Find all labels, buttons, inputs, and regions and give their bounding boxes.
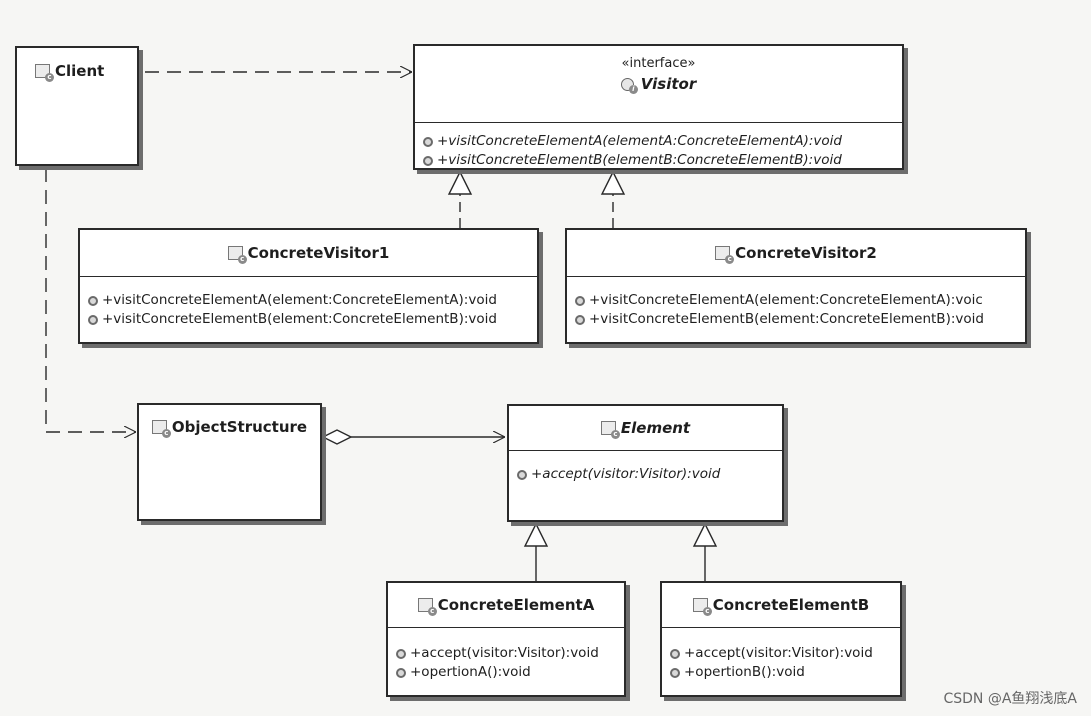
object-structure-header: ObjectStructure [139, 405, 320, 449]
method-icon [396, 667, 406, 678]
method-icon [670, 648, 680, 659]
client-header: Client [17, 48, 137, 94]
concrete-visitor2-operations: +visitConcreteElementA(element:ConcreteE… [567, 276, 1025, 329]
concrete-element-b-header: ConcreteElementB [662, 583, 900, 627]
concrete-visitor2-operation: +visitConcreteElementB(element:ConcreteE… [575, 310, 1025, 329]
object-structure-name: ObjectStructure [171, 418, 308, 436]
aggregation-diamond [321, 429, 353, 445]
concrete-element-a-header: ConcreteElementA [388, 583, 624, 627]
object-structure-class[interactable]: ObjectStructure [137, 403, 322, 521]
element-name: Element [620, 419, 691, 437]
element-class[interactable]: Element +accept(visitor:Visitor):void [507, 404, 784, 522]
method-icon [88, 314, 98, 325]
client-name: Client [55, 62, 105, 80]
visitor-stereotype: «interface» [621, 56, 696, 71]
class-icon [417, 598, 437, 616]
visitor-header: «interface» Visitor [415, 46, 902, 122]
element-header: Element [509, 406, 782, 450]
element-operations: +accept(visitor:Visitor):void [509, 450, 782, 484]
class-icon [227, 246, 247, 264]
method-icon [575, 314, 585, 325]
concrete-element-a-operations: +accept(visitor:Visitor):void +opertionA… [388, 627, 624, 682]
visitor-interface[interactable]: «interface» Visitor +visitConcreteElemen… [413, 44, 904, 170]
class-icon [600, 421, 620, 439]
concrete-visitor1-operations: +visitConcreteElementA(element:ConcreteE… [80, 276, 537, 329]
element-operation: +accept(visitor:Visitor):void [517, 465, 782, 484]
method-icon [575, 295, 585, 306]
client-class[interactable]: Client [15, 46, 139, 166]
method-icon [88, 295, 98, 306]
interface-icon [620, 78, 638, 94]
visitor-operation: +visitConcreteElementB(elementB:Concrete… [423, 151, 902, 170]
concrete-element-a-name: ConcreteElementA [437, 596, 595, 614]
visitor-title: Visitor [415, 75, 902, 94]
cv2-realization-triangle [600, 170, 626, 195]
visitor-operation: +visitConcreteElementA(elementA:Concrete… [423, 132, 902, 151]
concrete-visitor2-operation: +visitConcreteElementA(element:ConcreteE… [575, 291, 1025, 310]
concrete-visitor1-name: ConcreteVisitor1 [247, 244, 390, 262]
ceb-generalization-triangle [692, 522, 718, 547]
concrete-visitor1-header: ConcreteVisitor1 [80, 230, 537, 276]
concrete-element-b-name: ConcreteElementB [712, 596, 870, 614]
method-icon [423, 136, 433, 147]
concrete-element-a-class[interactable]: ConcreteElementA +accept(visitor:Visitor… [386, 581, 626, 697]
method-icon [423, 155, 433, 166]
concrete-visitor2-class[interactable]: ConcreteVisitor2 +visitConcreteElementA(… [565, 228, 1027, 344]
concrete-visitor1-operation: +visitConcreteElementA(element:ConcreteE… [88, 291, 537, 310]
cv1-realization-triangle [447, 170, 473, 195]
concrete-visitor1-operation: +visitConcreteElementB(element:ConcreteE… [88, 310, 537, 329]
visitor-name: Visitor [640, 75, 697, 93]
concrete-element-a-operation: +accept(visitor:Visitor):void [396, 644, 624, 663]
concrete-element-a-operation: +opertionA():void [396, 663, 624, 682]
class-icon [692, 598, 712, 616]
concrete-element-b-operation: +opertionB():void [670, 663, 900, 682]
client-objectstructure-dependency [45, 168, 136, 432]
concrete-visitor2-header: ConcreteVisitor2 [567, 230, 1025, 276]
concrete-visitor1-class[interactable]: ConcreteVisitor1 +visitConcreteElementA(… [78, 228, 539, 344]
method-icon [517, 469, 527, 480]
concrete-visitor2-name: ConcreteVisitor2 [735, 244, 877, 262]
concrete-element-b-operation: +accept(visitor:Visitor):void [670, 644, 900, 663]
method-icon [396, 648, 406, 659]
visitor-operations: +visitConcreteElementA(elementA:Concrete… [415, 122, 902, 170]
class-icon [715, 246, 735, 264]
class-icon [151, 420, 171, 438]
watermark-text: CSDN @A鱼翔浅底A [943, 691, 1077, 707]
cea-generalization-triangle [523, 522, 549, 547]
method-icon [670, 667, 680, 678]
class-icon [35, 64, 54, 82]
concrete-element-b-class[interactable]: ConcreteElementB +accept(visitor:Visitor… [660, 581, 902, 697]
concrete-element-b-operations: +accept(visitor:Visitor):void +opertionB… [662, 627, 900, 682]
